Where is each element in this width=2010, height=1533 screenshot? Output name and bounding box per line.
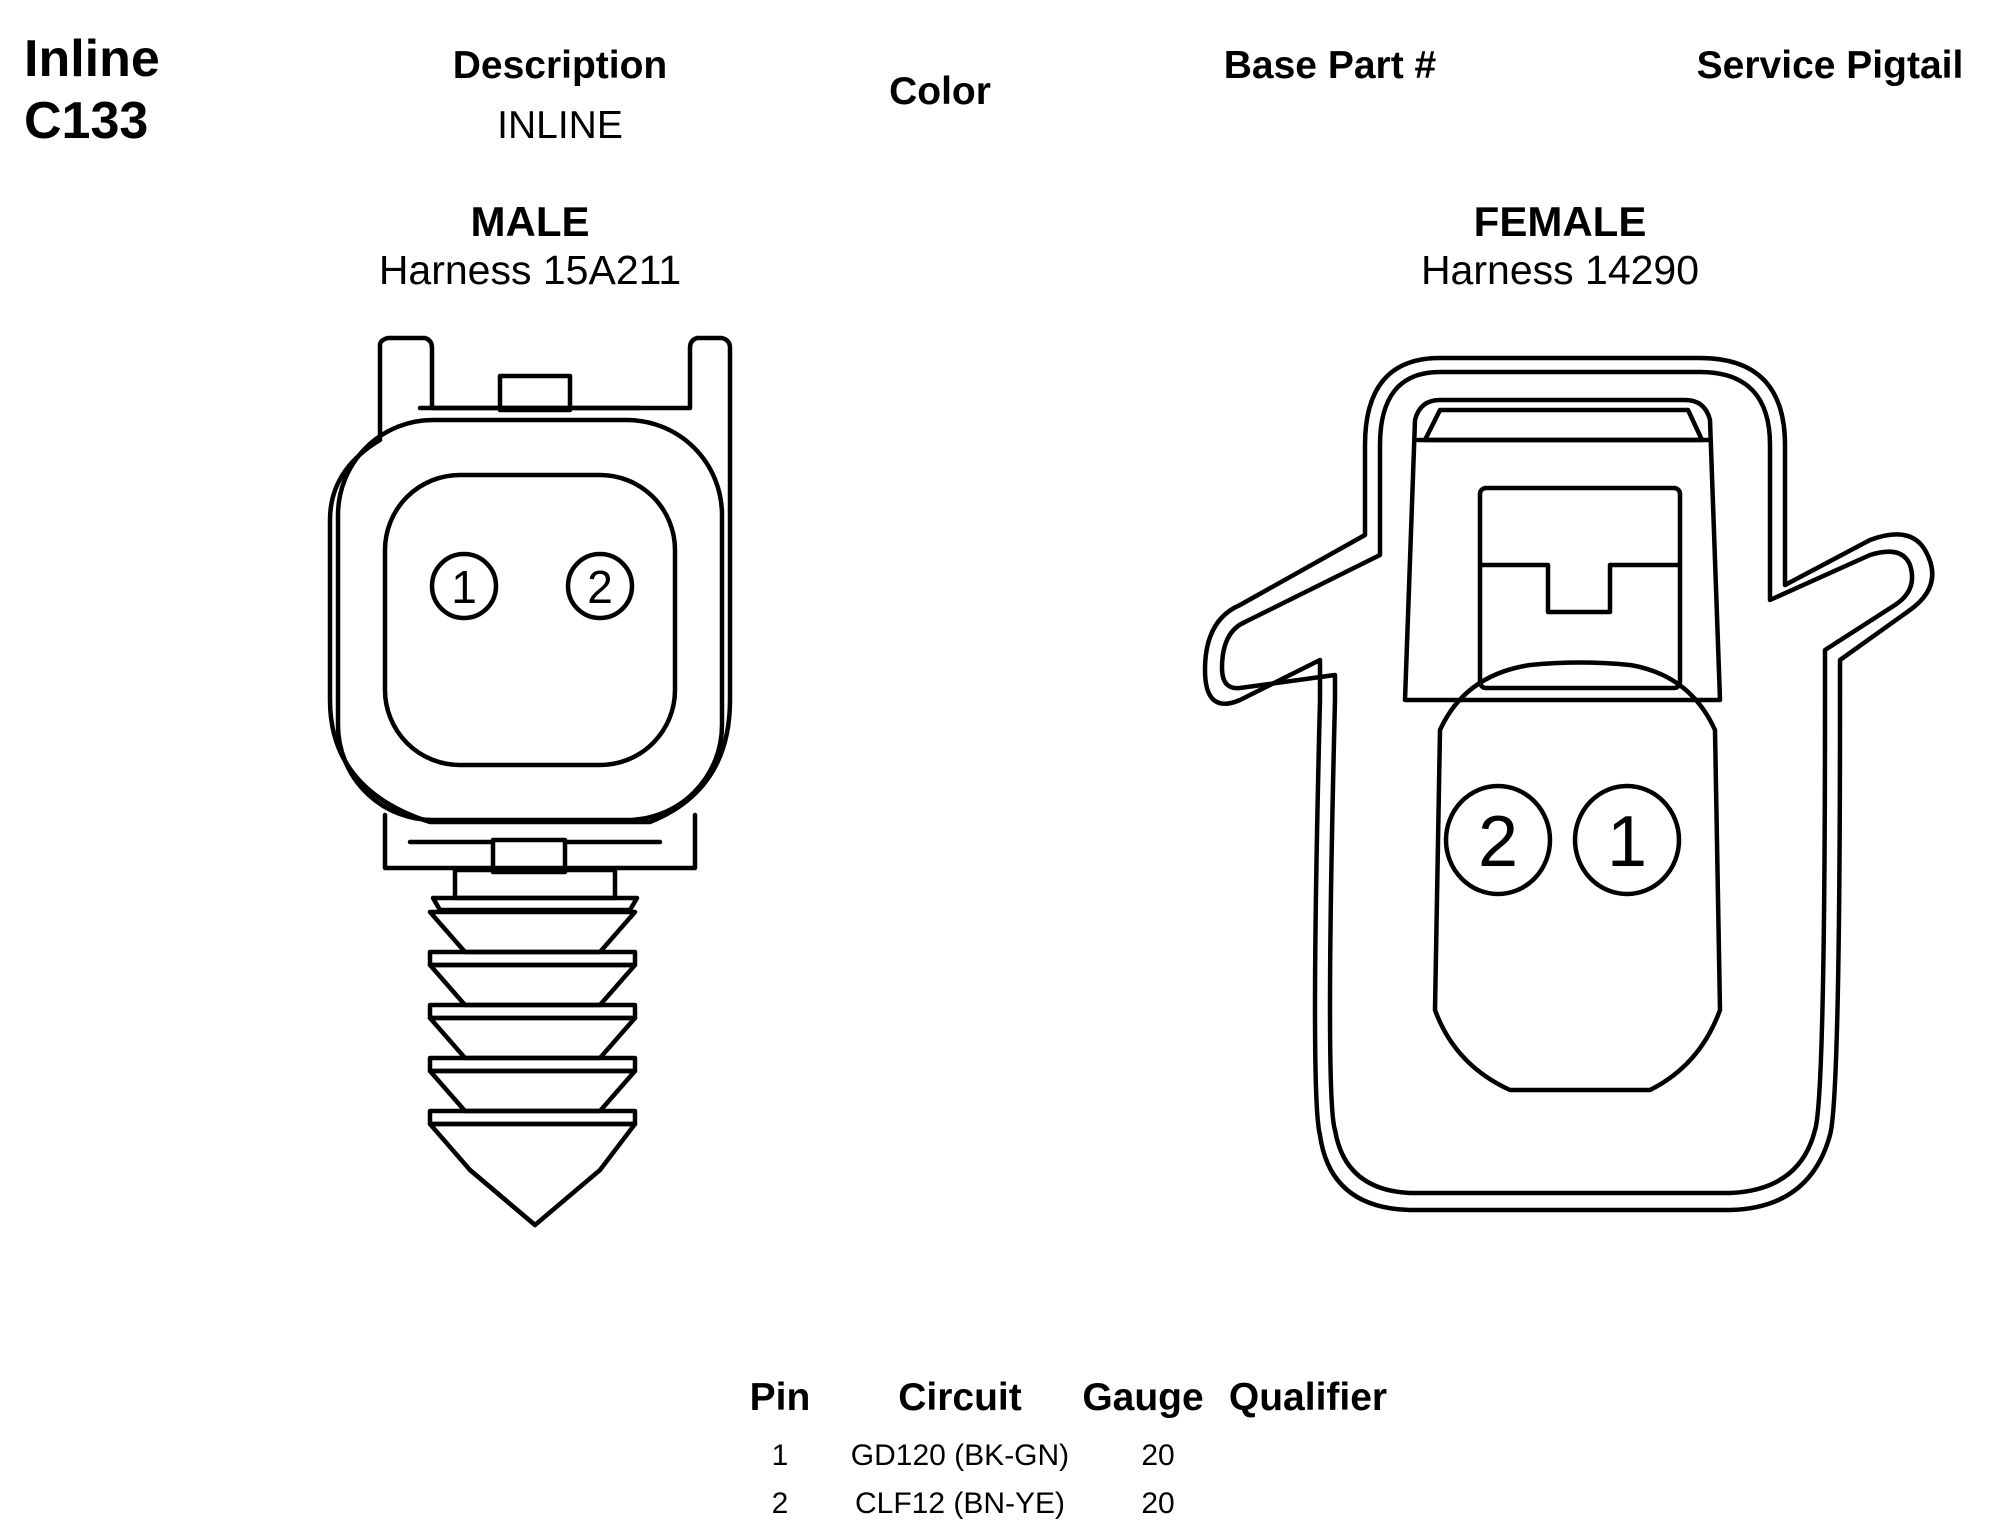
table-row-1-circuit: GD120 (BK-GN) bbox=[850, 1439, 1070, 1472]
description-value: INLINE bbox=[497, 104, 623, 147]
circuit-header: Circuit bbox=[898, 1376, 1022, 1419]
female-harness: Harness 14290 bbox=[1420, 247, 1700, 293]
pin-header: Pin bbox=[749, 1376, 811, 1419]
male-harness: Harness 15A211 bbox=[378, 247, 682, 293]
male-label: MALE bbox=[470, 198, 590, 245]
table-row-2-gauge: 20 bbox=[1141, 1487, 1175, 1520]
female-pin-1: 1 bbox=[1607, 802, 1647, 882]
female-label: FEMALE bbox=[1473, 198, 1647, 245]
base-part-label: Base Part # bbox=[1223, 44, 1437, 87]
pin-table: Pin Circuit Gauge Qualifier 1 GD120 (BK-… bbox=[730, 1376, 1430, 1526]
service-pigtail-label: Service Pigtail bbox=[1696, 44, 1964, 87]
female-connector-drawing bbox=[1202, 355, 1935, 1213]
male-pin-2: 2 bbox=[587, 561, 613, 613]
male-connector-drawing bbox=[327, 335, 733, 1228]
connector-title-line2: C133 bbox=[24, 92, 149, 150]
color-label: Color bbox=[889, 70, 991, 113]
table-row-1-pin: 1 bbox=[771, 1439, 789, 1472]
table-row-1-gauge: 20 bbox=[1141, 1439, 1175, 1472]
gauge-header: Gauge bbox=[1082, 1376, 1204, 1419]
female-pin-2: 2 bbox=[1478, 802, 1518, 882]
connector-title-line1: Inline bbox=[24, 30, 160, 88]
male-pin-1: 1 bbox=[451, 561, 477, 613]
qualifier-header: Qualifier bbox=[1228, 1376, 1388, 1419]
description-label: Description bbox=[452, 44, 668, 87]
table-row-2-pin: 2 bbox=[771, 1487, 789, 1520]
table-row-2-circuit: CLF12 (BN-YE) bbox=[854, 1487, 1066, 1520]
